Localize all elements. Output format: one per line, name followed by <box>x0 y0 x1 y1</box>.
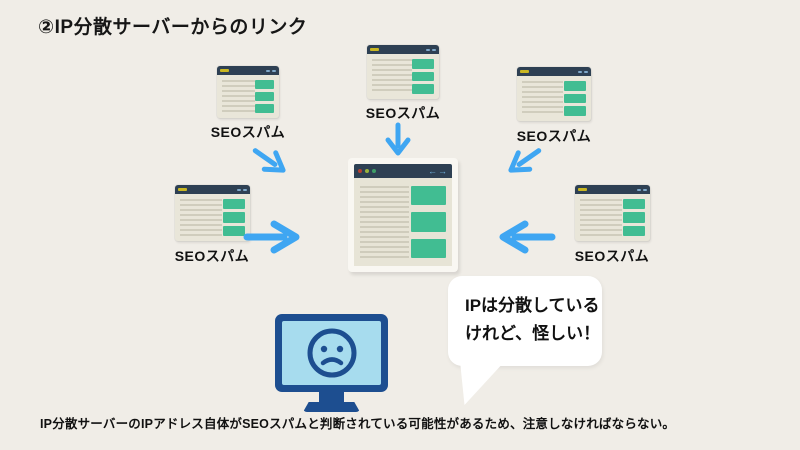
monitor-stand-base <box>303 402 360 412</box>
target-site-window: ←→ <box>348 158 458 272</box>
window-titlebar <box>217 66 279 75</box>
back-arrow-icon: ← <box>428 165 438 176</box>
thumbnail-blocks <box>622 199 645 236</box>
bottom-caption: IP分散サーバーのIPアドレス自体がSEOスパムと判断されている可能性があるため… <box>40 417 676 431</box>
thumbnail-blocks <box>410 186 446 258</box>
text-lines <box>580 199 622 236</box>
speech-bubble-tail <box>460 361 505 405</box>
spam-site-window-top-left <box>217 66 279 118</box>
arrow-left-icon <box>495 219 557 255</box>
thumbnail-blocks <box>222 199 245 236</box>
monitor-screen <box>282 321 381 385</box>
window-nav-icon <box>637 188 647 191</box>
window-content <box>575 194 650 241</box>
window-badge-icon <box>178 188 187 191</box>
window-nav-icon <box>578 70 588 73</box>
window-titlebar <box>175 185 250 194</box>
window-titlebar <box>575 185 650 194</box>
window-nav-icon <box>266 69 276 72</box>
window-dot-green-icon <box>372 169 376 173</box>
window-dot-red-icon <box>358 169 362 173</box>
spam-site-window-mid-left <box>175 185 250 241</box>
window-titlebar: ←→ <box>354 164 452 178</box>
spam-label-top-right: SEOスパム <box>516 128 592 144</box>
speech-bubble-line2: けれど、怪しい！ <box>465 324 601 344</box>
arrow-down-icon <box>383 121 413 159</box>
window-badge-icon <box>578 188 587 191</box>
arrow-right-icon <box>242 219 304 255</box>
window-nav-arrows: ←→ <box>428 165 448 176</box>
window-content <box>517 76 591 121</box>
window-content <box>367 54 439 99</box>
spam-label-top-center: SEOスパム <box>365 105 441 121</box>
text-lines <box>222 80 256 113</box>
text-lines <box>372 59 412 94</box>
window-titlebar <box>517 67 591 76</box>
window-content <box>354 178 452 266</box>
arrow-down-left-icon <box>497 136 550 186</box>
spam-label-mid-right: SEOスパム <box>574 248 650 264</box>
window-nav-icon <box>426 48 436 51</box>
window-titlebar <box>367 45 439 54</box>
arrow-down-right-icon <box>243 136 296 186</box>
spam-label-mid-left: SEOスパム <box>174 248 250 264</box>
forward-arrow-icon: → <box>438 165 448 176</box>
window-content <box>217 75 279 118</box>
monitor-stand-neck <box>319 392 344 403</box>
sad-face-icon <box>307 328 356 378</box>
spam-site-window-mid-right <box>575 185 650 241</box>
text-lines <box>180 199 222 236</box>
thumbnail-blocks <box>412 59 434 95</box>
thumbnail-blocks <box>255 80 274 113</box>
spam-site-window-top-right <box>517 67 591 121</box>
text-lines <box>522 81 563 116</box>
text-lines <box>360 186 409 258</box>
spam-label-top-left: SEOスパム <box>210 124 286 140</box>
spam-site-window-top-center <box>367 45 439 99</box>
monitor-icon <box>275 314 388 392</box>
window-dot-yellow-icon <box>365 169 369 173</box>
window-content <box>175 194 250 241</box>
window-badge-icon <box>520 70 529 73</box>
window-nav-icon <box>237 188 247 191</box>
speech-bubble: IPは分散している けれど、怪しい！ <box>448 276 602 405</box>
speech-bubble-line1: IPは分散している <box>465 296 600 315</box>
thumbnail-blocks <box>563 81 586 117</box>
page-title: ②IP分散サーバーからのリンク <box>38 17 308 38</box>
window-badge-icon <box>370 48 379 51</box>
window-badge-icon <box>220 69 229 72</box>
